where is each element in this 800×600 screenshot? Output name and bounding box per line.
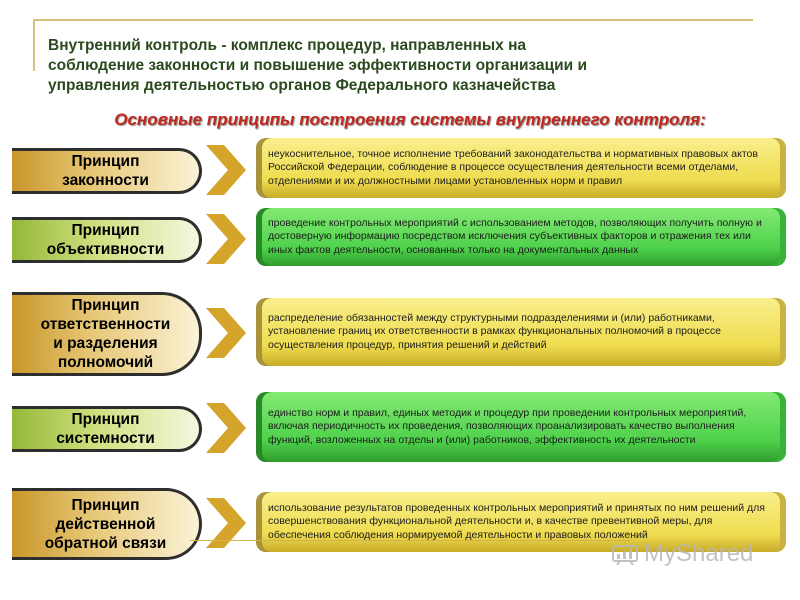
principle-label-line: объективности [46, 241, 165, 258]
frame-top-line [33, 19, 753, 21]
watermark: MyShared [612, 540, 753, 568]
description-text: использование результатов проведенных ко… [268, 501, 765, 541]
principle-systematicity-description: единство норм и правил, единых методик и… [256, 392, 786, 462]
principle-label-line: Принцип [71, 496, 140, 514]
watermark-text: MyShared [644, 540, 754, 567]
principle-label-line: обратной связи [44, 534, 167, 552]
principle-feedback-label: Принцип действенной обратной связи [12, 488, 202, 560]
principle-label-line: и разделения [53, 335, 158, 352]
principle-label-line: Принцип [71, 411, 140, 428]
principle-responsibility-label: Принцип ответственности и разделения пол… [12, 292, 202, 376]
description-text: единство норм и правил, единых методик и… [268, 406, 747, 446]
title-line: Внутренний контроль - комплекс процедур,… [48, 37, 527, 54]
principle-feedback-description: использование результатов проведенных ко… [256, 492, 786, 552]
principle-systematicity-label: Принцип системности [12, 406, 202, 452]
chevron-right-icon [206, 214, 246, 264]
principles-heading: Основные принципы построения системы вну… [114, 110, 706, 129]
principle-legality-label: Принцип законности [12, 148, 202, 194]
chevron-right-icon [206, 308, 246, 358]
principle-responsibility-description: распределение обязанностей между структу… [256, 298, 786, 366]
chevron-right-icon [206, 403, 246, 453]
principle-label-line: Принцип [71, 222, 140, 239]
description-text: неукоснительное, точное исполнение требо… [268, 147, 758, 187]
chevron-right-icon [206, 498, 246, 548]
chevron-right-icon [206, 145, 246, 195]
principle-objectivity-label: Принцип объективности [12, 217, 202, 263]
title-line: соблюдение законности и повышение эффект… [48, 57, 588, 74]
principle-label-line: ответственности [40, 316, 171, 333]
principle-label-line: системности [56, 430, 155, 447]
principle-label-line: законности [62, 172, 149, 189]
page-title: Внутренний контроль - комплекс процедур,… [48, 36, 748, 96]
watermark-logo-icon [612, 545, 638, 565]
description-text: распределение обязанностей между структу… [268, 311, 721, 351]
principle-label-line: Принцип [71, 297, 140, 314]
frame-left-line [33, 19, 35, 71]
principle-label-line: полномочий [57, 354, 154, 371]
title-line: управления деятельностью органов Федерал… [48, 77, 556, 94]
principle-label-line: Принцип [71, 153, 140, 170]
description-text: проведение контрольных мероприятий с исп… [268, 216, 762, 256]
principle-objectivity-description: проведение контрольных мероприятий с исп… [256, 208, 786, 266]
principle-label-line: действенной [55, 515, 156, 533]
principle-legality-description: неукоснительное, точное исполнение требо… [256, 138, 786, 198]
bottom-divider [190, 540, 630, 541]
